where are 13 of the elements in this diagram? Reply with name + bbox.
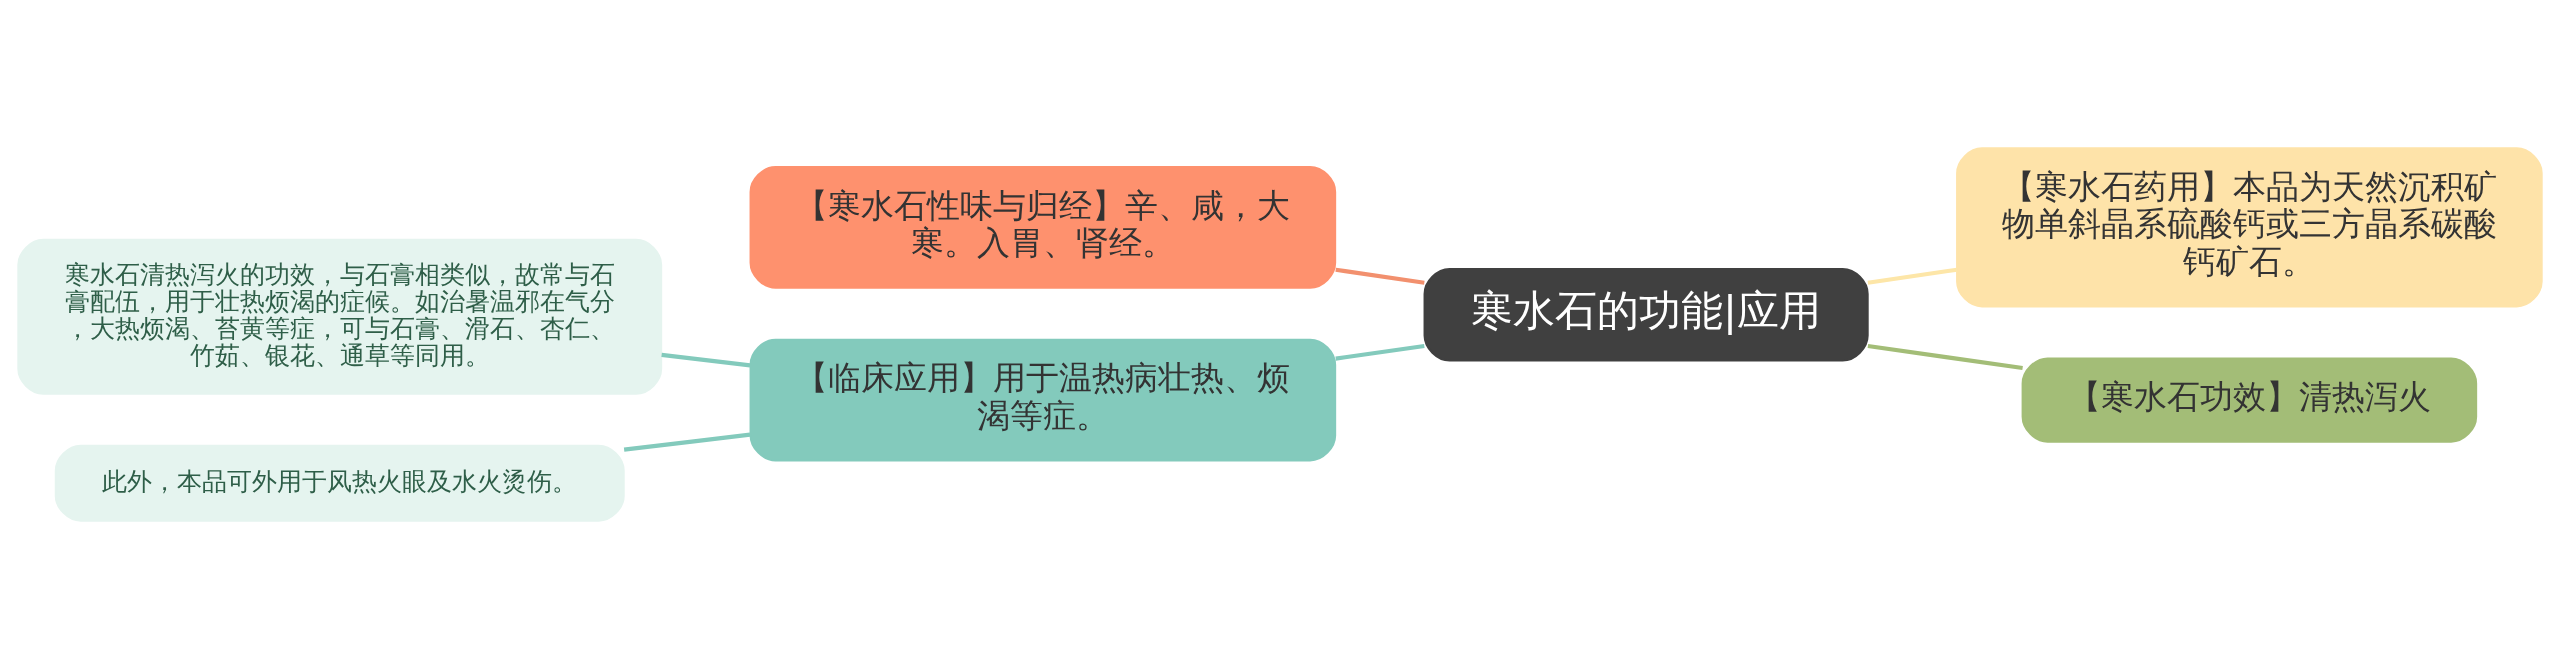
- node-box: 【寒水石药用】本品为天然沉积矿物单斜晶系硫酸钙或三方晶系碳酸钙矿石。: [1956, 147, 2543, 308]
- node-box: 【寒水石性味与归经】辛、咸，大寒。入胃、肾经。: [749, 166, 1337, 289]
- connector: [1335, 343, 1425, 361]
- node-box: 【临床应用】用于温热病壮热、烦渴等症。: [749, 338, 1337, 462]
- connector: [1867, 267, 1958, 285]
- connector: [661, 352, 751, 368]
- node-box: 【寒水石功效】清热泻火: [2021, 357, 2478, 443]
- connector: [1867, 343, 2023, 371]
- node-box: 此外，本品可外用于风热火眼及水火烫伤。: [54, 444, 625, 522]
- node-box: 寒水石的功能|应用: [1423, 267, 1869, 362]
- node-box: 寒水石清热泻火的功效，与石膏相类似，故常与石膏配伍，用于壮热烦渴的症候。如治暑温邪在气分，大热烦渴、苔黄等症，可与石膏、滑石、杏仁、竹茹、银花、通草等同用。: [17, 238, 663, 395]
- connector: [1335, 267, 1425, 285]
- connector: [623, 432, 751, 452]
